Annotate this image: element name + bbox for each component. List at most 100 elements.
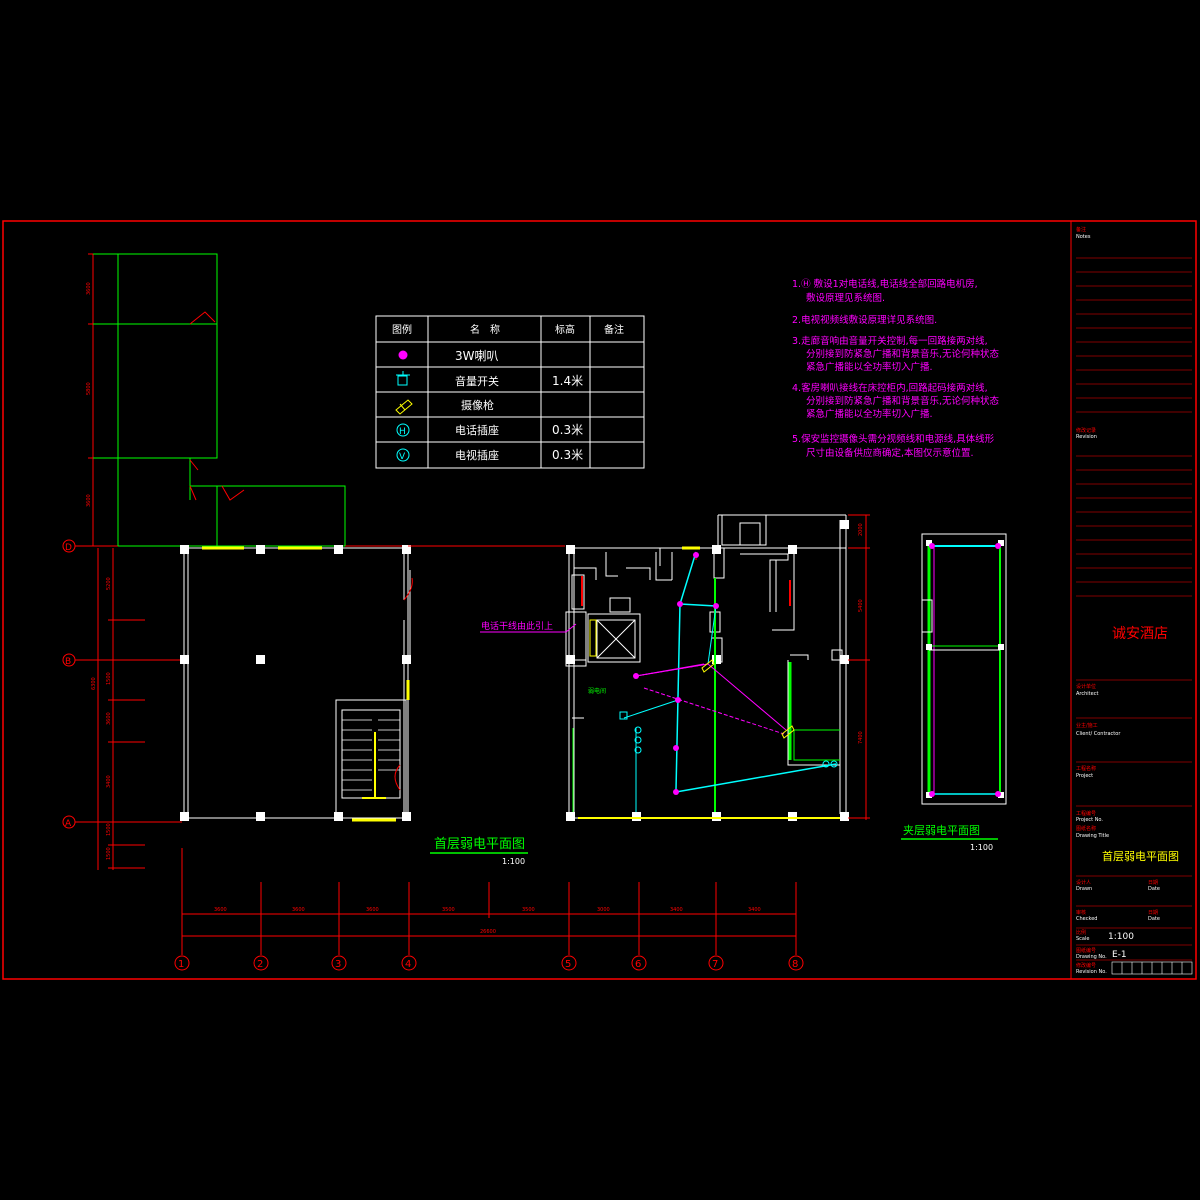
bottom-dimensions: 3600 3600 3600 3500 3500 3000 3400 3400 … bbox=[174, 848, 804, 971]
svg-text:Architect: Architect bbox=[1076, 691, 1098, 697]
note-line: 敷设原理见系统图. bbox=[806, 292, 885, 304]
svg-text:3400: 3400 bbox=[106, 775, 112, 788]
axis-label: 2 bbox=[257, 959, 263, 970]
note-line: 尺寸由设备供应商确定,本图仅示意位置. bbox=[806, 447, 974, 459]
note-line: 2.电视视频线敷设原理详见系统图. bbox=[792, 314, 937, 326]
note-line: 紧急广播能以全功率切入广播. bbox=[806, 361, 933, 373]
svg-text:3400: 3400 bbox=[670, 907, 683, 913]
axis-label: 7 bbox=[712, 959, 718, 970]
speaker-icon bbox=[398, 350, 408, 360]
svg-text:V: V bbox=[399, 452, 406, 462]
svg-text:设计人: 设计人 bbox=[1076, 879, 1091, 886]
svg-text:5800: 5800 bbox=[86, 382, 92, 395]
svg-text:Date: Date bbox=[1148, 886, 1160, 892]
phone-trunk-note: 电话干线由此引上 bbox=[481, 620, 553, 632]
svg-text:修改记录: 修改记录 bbox=[1076, 427, 1096, 434]
svg-text:Scale: Scale bbox=[1076, 936, 1089, 942]
svg-text:审核: 审核 bbox=[1076, 909, 1086, 916]
svg-text:3600: 3600 bbox=[86, 282, 92, 295]
svg-text:Revision No.: Revision No. bbox=[1076, 969, 1107, 975]
mezz-plan-scale: 1:100 bbox=[970, 843, 993, 852]
ground-plan-title: 首层弱电平面图 bbox=[434, 837, 525, 852]
note-line: 紧急广播能以全功率切入广播. bbox=[806, 408, 933, 420]
axis-label: A bbox=[65, 819, 72, 829]
mezz-plan-title: 夹层弱电平面图 bbox=[903, 824, 980, 837]
svg-text:3600: 3600 bbox=[292, 907, 305, 913]
room-label: 弱电间 bbox=[588, 687, 606, 695]
note-line: 1.Ⓗ 敷设1对电话线,电话线全部回路电机房, bbox=[792, 278, 978, 290]
drawing-number: E-1 bbox=[1112, 950, 1127, 960]
legend-row-height: 0.3米 bbox=[552, 448, 583, 462]
svg-text:Notes: Notes bbox=[1076, 234, 1091, 240]
axis-label: B bbox=[65, 657, 71, 667]
svg-text:图纸编号: 图纸编号 bbox=[1076, 947, 1096, 954]
svg-text:Client/ Contractor: Client/ Contractor bbox=[1076, 731, 1121, 737]
note-line: 分别接到防紧急广播和背景音乐,无论何种状态 bbox=[806, 395, 1000, 407]
svg-text:Drawing No.: Drawing No. bbox=[1076, 954, 1107, 960]
row-axes: D B A bbox=[62, 539, 565, 829]
legend-row-height: 1.4米 bbox=[552, 374, 583, 388]
svg-text:工程编号: 工程编号 bbox=[1076, 810, 1096, 817]
legend-header-symbol: 图例 bbox=[392, 323, 412, 336]
svg-text:1500: 1500 bbox=[106, 823, 112, 836]
mezzanine-plan bbox=[921, 533, 1007, 805]
svg-text:Project: Project bbox=[1076, 773, 1093, 779]
svg-text:5200: 5200 bbox=[106, 577, 112, 590]
title-block-content: 备注 Notes 修改记录 Revision 诚安酒店 设计单位 Archite… bbox=[1076, 226, 1193, 975]
axis-label: 1 bbox=[178, 959, 184, 970]
axis-label: D bbox=[65, 543, 72, 553]
legend-header-note: 备注 bbox=[604, 323, 624, 336]
volume-switch-icon bbox=[396, 371, 410, 386]
svg-text:3600: 3600 bbox=[86, 494, 92, 507]
svg-text:3400: 3400 bbox=[748, 907, 761, 913]
svg-text:2000: 2000 bbox=[858, 523, 864, 536]
svg-text:7400: 7400 bbox=[858, 731, 864, 744]
svg-text:备注: 备注 bbox=[1076, 226, 1086, 233]
svg-text:修改编号: 修改编号 bbox=[1076, 962, 1096, 969]
legend-row-name: 摄像枪 bbox=[461, 398, 494, 412]
axis-label: 4 bbox=[405, 959, 411, 970]
svg-text:H: H bbox=[399, 427, 406, 437]
svg-text:Drawn: Drawn bbox=[1076, 886, 1092, 892]
svg-text:Drawing Title: Drawing Title bbox=[1076, 833, 1109, 839]
svg-text:业主/施工: 业主/施工 bbox=[1076, 722, 1098, 729]
svg-text:设计单位: 设计单位 bbox=[1076, 683, 1096, 690]
legend-header-height: 标高 bbox=[555, 323, 575, 336]
svg-text:1500: 1500 bbox=[106, 672, 112, 685]
right-dimensions: 2000 5400 7400 bbox=[848, 514, 870, 820]
legend-row-name: 3W喇叭 bbox=[455, 348, 499, 363]
svg-text:Checked: Checked bbox=[1076, 916, 1097, 922]
svg-text:3600: 3600 bbox=[106, 712, 112, 725]
svg-text:3600: 3600 bbox=[366, 907, 379, 913]
legend-row-name: 音量开关 bbox=[455, 374, 499, 388]
ground-floor-plan-left bbox=[180, 545, 413, 822]
svg-text:3600: 3600 bbox=[214, 907, 227, 913]
legend-row-name: 电视插座 bbox=[455, 448, 499, 462]
svg-text:Revision: Revision bbox=[1076, 434, 1097, 440]
svg-text:Date: Date bbox=[1148, 916, 1160, 922]
svg-text:比例: 比例 bbox=[1076, 929, 1086, 936]
svg-text:日期: 日期 bbox=[1148, 910, 1158, 916]
legend-table: 图例 名 称 标高 备注 H V 3W喇叭 音量开关 摄像枪 电话插座 电视插座… bbox=[375, 315, 645, 469]
svg-text:图纸名称: 图纸名称 bbox=[1076, 825, 1096, 832]
note-line: 3.走廊音响由音量开关控制,每一回路接两对线, bbox=[792, 335, 988, 347]
camera-icon bbox=[395, 399, 413, 415]
svg-text:Project No.: Project No. bbox=[1076, 817, 1103, 823]
axis-label: 8 bbox=[792, 959, 798, 970]
axis-label: 3 bbox=[335, 959, 341, 970]
tv-outlet-icon: V bbox=[396, 448, 410, 462]
svg-text:日期: 日期 bbox=[1148, 880, 1158, 886]
svg-text:1500: 1500 bbox=[106, 847, 112, 860]
design-notes: 1.Ⓗ 敷设1对电话线,电话线全部回路电机房, 敷设原理见系统图. 2.电视视频… bbox=[792, 278, 1000, 459]
upper-outline bbox=[93, 253, 346, 547]
left-dimensions: 3600 5800 3600 5200 6300 1500 3600 3400 … bbox=[86, 253, 145, 870]
svg-text:6300: 6300 bbox=[91, 677, 97, 690]
legend-row-name: 电话插座 bbox=[455, 423, 499, 437]
legend-row-height: 0.3米 bbox=[552, 423, 583, 437]
scale-value: 1:100 bbox=[1108, 932, 1134, 942]
note-line: 4.客房喇叭接线在床控柜内,回路起码接两对线, bbox=[792, 382, 988, 394]
note-line: 分别接到防紧急广播和背景音乐,无论何种状态 bbox=[806, 348, 1000, 360]
project-name: 诚安酒店 bbox=[1112, 626, 1168, 642]
drawing-title: 首层弱电平面图 bbox=[1102, 849, 1179, 863]
svg-text:3500: 3500 bbox=[442, 907, 455, 913]
